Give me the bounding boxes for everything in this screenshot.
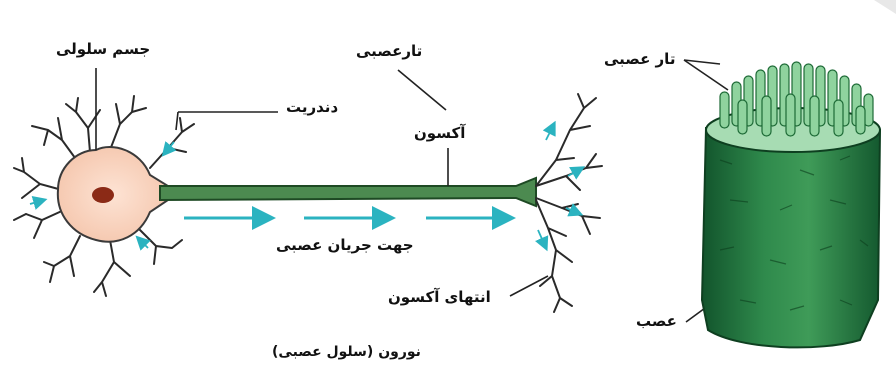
label-axon: آکسون — [414, 126, 465, 141]
nucleus — [92, 187, 114, 203]
label-nerve-fiber-right: تار عصبی — [604, 52, 675, 67]
axon-terminals — [536, 94, 602, 312]
nerve-bundle — [702, 62, 880, 347]
axon — [160, 178, 536, 206]
label-dendrite: دندریت — [286, 100, 338, 115]
label-nerve: عصب — [636, 314, 677, 329]
label-nerve-fiber-top: تارعصبی — [356, 44, 422, 59]
label-impulse-direction: جهت جریان عصبی — [276, 238, 414, 253]
label-axon-terminal: انتهای آکسون — [388, 290, 491, 305]
label-cell-body: جسم سلولی — [56, 42, 150, 57]
label-caption: نورون (سلول عصبی) — [272, 345, 421, 359]
